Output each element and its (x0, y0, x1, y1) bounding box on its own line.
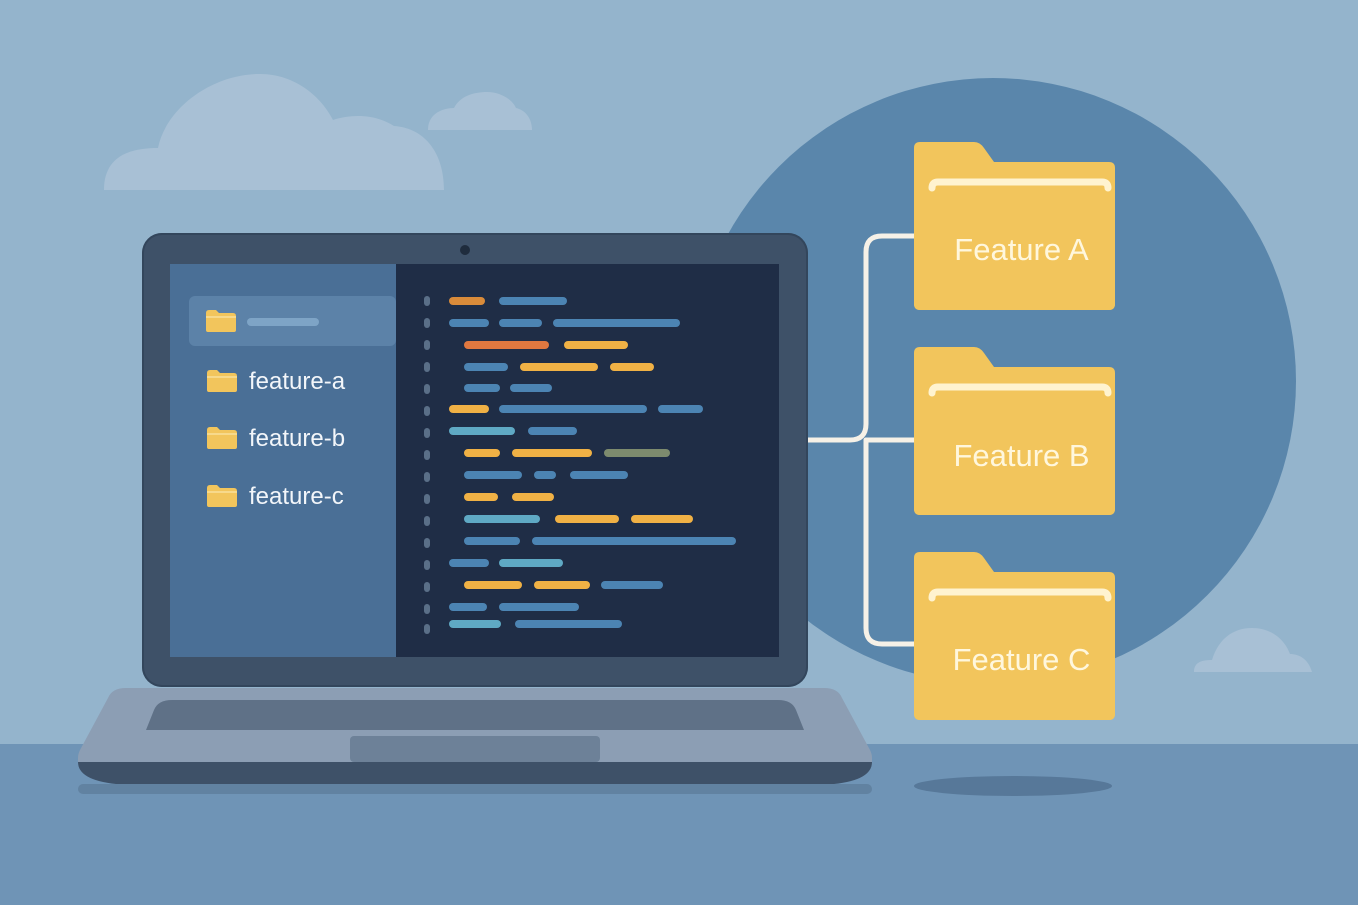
code-token (449, 319, 489, 327)
line-number-marker (424, 406, 430, 416)
cloud-left (104, 74, 444, 190)
code-token (464, 384, 500, 392)
code-token (553, 319, 680, 327)
code-token (570, 471, 628, 479)
code-token (515, 620, 622, 628)
sidebar-item-feature-b[interactable]: feature-b (249, 425, 346, 452)
line-number-marker (424, 516, 430, 526)
code-token (610, 363, 654, 371)
code-token (564, 341, 628, 349)
line-number-marker (424, 296, 430, 306)
folder-icon (206, 310, 236, 332)
folder-icon (207, 427, 237, 449)
sidebar-item-feature-a[interactable]: feature-a (249, 368, 346, 395)
code-token (499, 405, 647, 413)
code-token (464, 363, 508, 371)
feature-folder-a[interactable] (912, 140, 1117, 312)
code-token (449, 297, 485, 305)
code-token (534, 471, 556, 479)
line-number-marker (424, 472, 430, 482)
feature-b-label: Feature B (953, 438, 1090, 473)
code-token (449, 427, 515, 435)
code-token (464, 471, 522, 479)
line-number-marker (424, 624, 430, 634)
webcam-icon (460, 245, 470, 255)
code-token (449, 405, 489, 413)
code-token (528, 427, 577, 435)
line-number-marker (424, 318, 430, 328)
code-token (510, 384, 552, 392)
code-token (464, 341, 549, 349)
line-number-marker (424, 428, 430, 438)
code-token (499, 319, 542, 327)
feature-folder-c[interactable] (912, 550, 1117, 722)
code-token (499, 603, 579, 611)
line-number-marker (424, 560, 430, 570)
feature-c-label: Feature C (952, 642, 1091, 677)
line-number-marker (424, 450, 430, 460)
file-sidebar: feature-a feature-b feature-c (170, 264, 396, 657)
code-token (464, 537, 520, 545)
code-token (464, 581, 522, 589)
line-number-marker (424, 362, 430, 372)
code-token (449, 603, 487, 611)
code-token (512, 493, 554, 501)
laptop-screen: feature-a feature-b feature-c (170, 264, 779, 657)
code-token (658, 405, 703, 413)
code-token (512, 449, 592, 457)
feature-a-label: Feature A (954, 232, 1089, 267)
code-token (601, 581, 663, 589)
code-token (534, 581, 590, 589)
folder-icon (207, 485, 237, 507)
line-number-marker (424, 384, 430, 394)
laptop-base (78, 688, 872, 794)
folder-icon (207, 370, 237, 392)
code-token (464, 515, 540, 523)
line-number-marker (424, 582, 430, 592)
code-token (532, 537, 736, 545)
code-token (499, 297, 567, 305)
code-token (604, 449, 670, 457)
code-token (449, 559, 489, 567)
feature-folder-b[interactable] (912, 345, 1117, 517)
sidebar-item-feature-c[interactable]: feature-c (249, 483, 344, 510)
cloud-top (428, 92, 532, 130)
code-token (464, 493, 498, 501)
code-token (631, 515, 693, 523)
sidebar-item-selected[interactable] (189, 296, 396, 346)
code-editor (396, 264, 779, 657)
code-token (499, 559, 563, 567)
cloud-right (1194, 628, 1312, 672)
code-token (449, 620, 501, 628)
code-token (520, 363, 598, 371)
line-number-marker (424, 538, 430, 548)
line-number-marker (424, 340, 430, 350)
folder-shadow (914, 776, 1112, 796)
line-number-marker (424, 494, 430, 504)
line-number-marker (424, 604, 430, 614)
selected-item-placeholder (247, 318, 319, 326)
code-token (555, 515, 619, 523)
code-token (464, 449, 500, 457)
